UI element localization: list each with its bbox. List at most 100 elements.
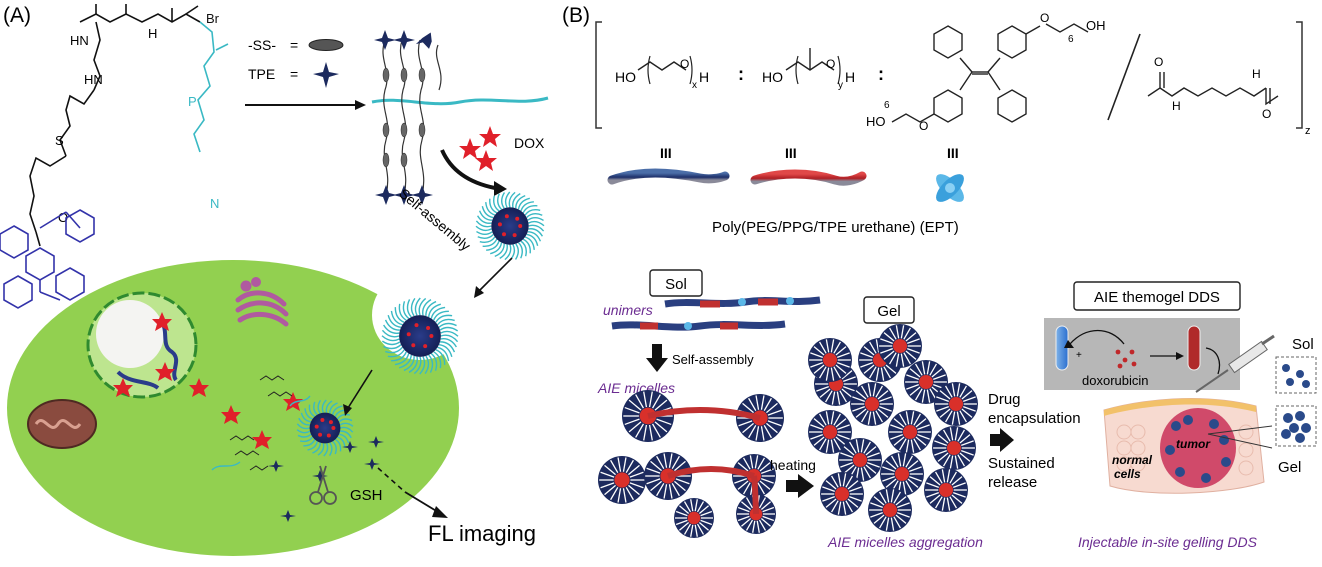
aie-micelle-spoke (656, 418, 672, 426)
aie-micelle-spoke (767, 409, 782, 416)
micelle-corona-chain (338, 433, 350, 444)
aie-micelle-spoke (767, 420, 782, 427)
aie-micelle-spoke (830, 500, 839, 513)
bracket-right (1296, 21, 1303, 129)
aie-micelle-spoke (879, 396, 892, 402)
aie-micelle-spoke (622, 488, 627, 503)
aie-micelle-spoke (897, 512, 910, 518)
linker-structure (29, 4, 201, 247)
panel-b: (B) z HO O x H : HO O y H : (562, 4, 1317, 550)
aie-micelle-spoke (694, 524, 698, 537)
aie-micelle-spoke (868, 366, 877, 379)
aie-micelle-spoke (810, 352, 823, 358)
unimer-chains (611, 296, 821, 331)
aie-micelle-spoke (849, 496, 862, 502)
aie-micelle-spoke (760, 501, 771, 510)
aie-micelle-spoke (865, 464, 877, 474)
aie-micelle-spoke (951, 476, 963, 486)
atom-nplus: N (210, 196, 219, 211)
aie-micelle-spoke (760, 518, 771, 527)
aie-micelle-spoke (610, 459, 619, 474)
aie-micelle-spoke (893, 516, 902, 529)
aie-micelle-spoke (766, 422, 778, 434)
aie-micelle-spoke (959, 385, 968, 398)
curved-arrow (440, 149, 496, 190)
aie-micelle-spoke (867, 383, 872, 397)
released-tpe-stars (268, 436, 384, 522)
cell-dox-stars (113, 312, 303, 449)
self-assembly-label-a: Self-assembly (396, 185, 474, 254)
micelle-corona-chain (387, 349, 405, 358)
micelle-corona-chain (425, 300, 437, 316)
aie-micelle-spoke (742, 422, 754, 434)
gel-micelle-aggregate (808, 324, 978, 532)
aie-micelle-core (614, 472, 630, 488)
aie-micelle-spoke (833, 413, 842, 426)
micelle-corona-chain (527, 216, 544, 222)
aie-micelle-spoke (939, 408, 951, 418)
micelle-corona-chain (398, 303, 407, 321)
aie-micelle-spoke (822, 486, 835, 492)
aie-micelle-spoke (837, 362, 850, 368)
aie-micelle-spoke (946, 469, 951, 483)
micelle-corona-chain (312, 442, 321, 454)
micelle-corona-chain (403, 356, 415, 372)
arrow-micelle-to-cell (479, 257, 513, 291)
micelle-corona-chain (419, 356, 426, 375)
micelle-corona-chain (387, 315, 402, 329)
aie-micelle-spoke (933, 374, 946, 380)
aie-micelle-spoke (898, 438, 907, 451)
micelle-dox-dot (314, 424, 319, 429)
micelle-corona-chain (478, 210, 493, 221)
micelle-corona-chain (332, 440, 337, 455)
aie-micelle-core (822, 424, 838, 440)
micelle-corona-chain (440, 334, 459, 343)
aie-micelle-spoke (761, 468, 774, 474)
aie-micelle-spoke (833, 341, 842, 354)
aie-micelle-spoke (675, 510, 688, 517)
micelle-corona-chain (440, 338, 457, 348)
aie-micelle-spoke (926, 361, 931, 375)
gel-inset-box (1275, 405, 1317, 447)
aie-micelle-spoke (628, 421, 642, 433)
aie-micelle-core (864, 396, 880, 412)
aie-micelle-spoke (741, 518, 752, 527)
aie-micelle-spoke (895, 496, 907, 506)
tumor-label: tumor (1176, 437, 1211, 451)
aie-micelle-spoke (755, 395, 760, 410)
micelle-corona-chain (385, 346, 403, 354)
aie-micelle-spoke (868, 341, 877, 354)
micelle-corona-chain (437, 318, 455, 326)
micelle-corona-chain (313, 401, 318, 416)
micelle-corona-chain (391, 351, 407, 362)
atom-hn: HN (70, 33, 89, 48)
micelle-corona-chain (296, 423, 310, 430)
micelle-corona-chain (500, 192, 506, 209)
aie-micelle-spoke (936, 406, 949, 412)
aie-micelle-spoke (654, 421, 668, 433)
aie-micelle-spoke (890, 517, 895, 531)
aie-micelle-spoke (761, 478, 774, 484)
micelle-corona-chain (499, 244, 508, 260)
aie-micelle-spoke (841, 388, 853, 398)
peg-o: O (680, 57, 689, 71)
aie-micelle-spoke (944, 410, 953, 423)
aie-micelle-spoke (683, 501, 692, 513)
micelle-corona-chain (438, 322, 457, 328)
aie-micelle-spoke (819, 388, 831, 398)
micelle-corona-chain (402, 301, 410, 319)
aie-micelle-spoke (690, 499, 694, 512)
micelle-corona-chain (299, 436, 314, 443)
aie-micelle-spoke (959, 434, 971, 444)
micelle-corona-chain (408, 356, 418, 373)
micelle-dox-dot (426, 325, 431, 330)
aie-micelle-spoke (600, 482, 615, 489)
golgi-apparatus (235, 277, 289, 327)
aie-micelle-spoke (907, 348, 920, 354)
aie-micelle-spoke (698, 505, 709, 514)
dox-dots (1115, 349, 1137, 369)
gel-inset-dots (1281, 411, 1311, 443)
aie-micelle-spoke (758, 519, 767, 531)
micelle-dox-dot (414, 323, 419, 328)
aie-micelle-spoke (898, 413, 907, 426)
